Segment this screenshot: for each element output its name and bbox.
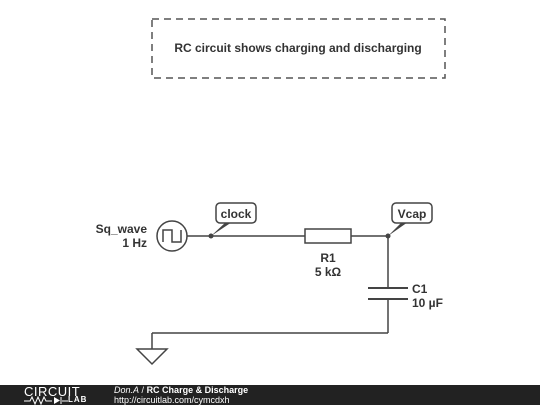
net-label-clock-pointer	[211, 222, 232, 236]
resistor-name-label: R1	[320, 251, 336, 265]
net-label-vcap-pointer	[388, 222, 408, 236]
logo-resistor-icon	[24, 396, 68, 405]
annotation-box[interactable]	[151, 18, 446, 79]
resistor-value-label: 5 kΩ	[315, 265, 342, 279]
net-label-clock[interactable]: clock	[211, 202, 257, 236]
circuit-byline: Don.A / RC Charge & Discharge	[114, 385, 534, 395]
ground-icon[interactable]	[135, 348, 169, 366]
circuitlab-logo[interactable]: CIRCUIT LAB	[24, 385, 96, 405]
capacitor-value-label: 10 µF	[412, 296, 443, 310]
net-label-vcap-box	[391, 202, 433, 224]
net-label-vcap[interactable]: Vcap	[388, 202, 433, 236]
net-label-clock-text: clock	[221, 207, 252, 221]
footer-bar: CIRCUIT LAB Don.A / RC Charge & Discharg…	[0, 385, 540, 405]
capacitor-c1[interactable]	[368, 287, 408, 300]
wires	[151, 235, 389, 349]
square-wave-source[interactable]	[156, 220, 188, 252]
resistor-r1[interactable]	[304, 228, 352, 244]
circuit-schematic: RC circuit shows charging and dischargin…	[96, 18, 446, 366]
circuit-meta: Don.A / RC Charge & Discharge http://cir…	[114, 385, 534, 405]
net-label-clock-box	[215, 202, 257, 224]
source-name-label: Sq_wave	[96, 222, 148, 236]
logo-text-bottom: LAB	[68, 395, 88, 404]
square-wave-icon	[162, 229, 182, 243]
byline-separator: /	[141, 385, 145, 395]
logo-text-top: CIRCUIT	[24, 384, 81, 399]
circuit-title: RC Charge & Discharge	[146, 385, 249, 395]
capacitor-name-label: C1	[412, 282, 428, 296]
author-link[interactable]: Don.A	[114, 385, 140, 395]
annotation-text: RC circuit shows charging and dischargin…	[174, 41, 421, 55]
source-value-label: 1 Hz	[122, 236, 147, 250]
circuit-url[interactable]: http://circuitlab.com/cymcdxh	[114, 395, 230, 405]
net-label-vcap-text: Vcap	[398, 207, 427, 221]
